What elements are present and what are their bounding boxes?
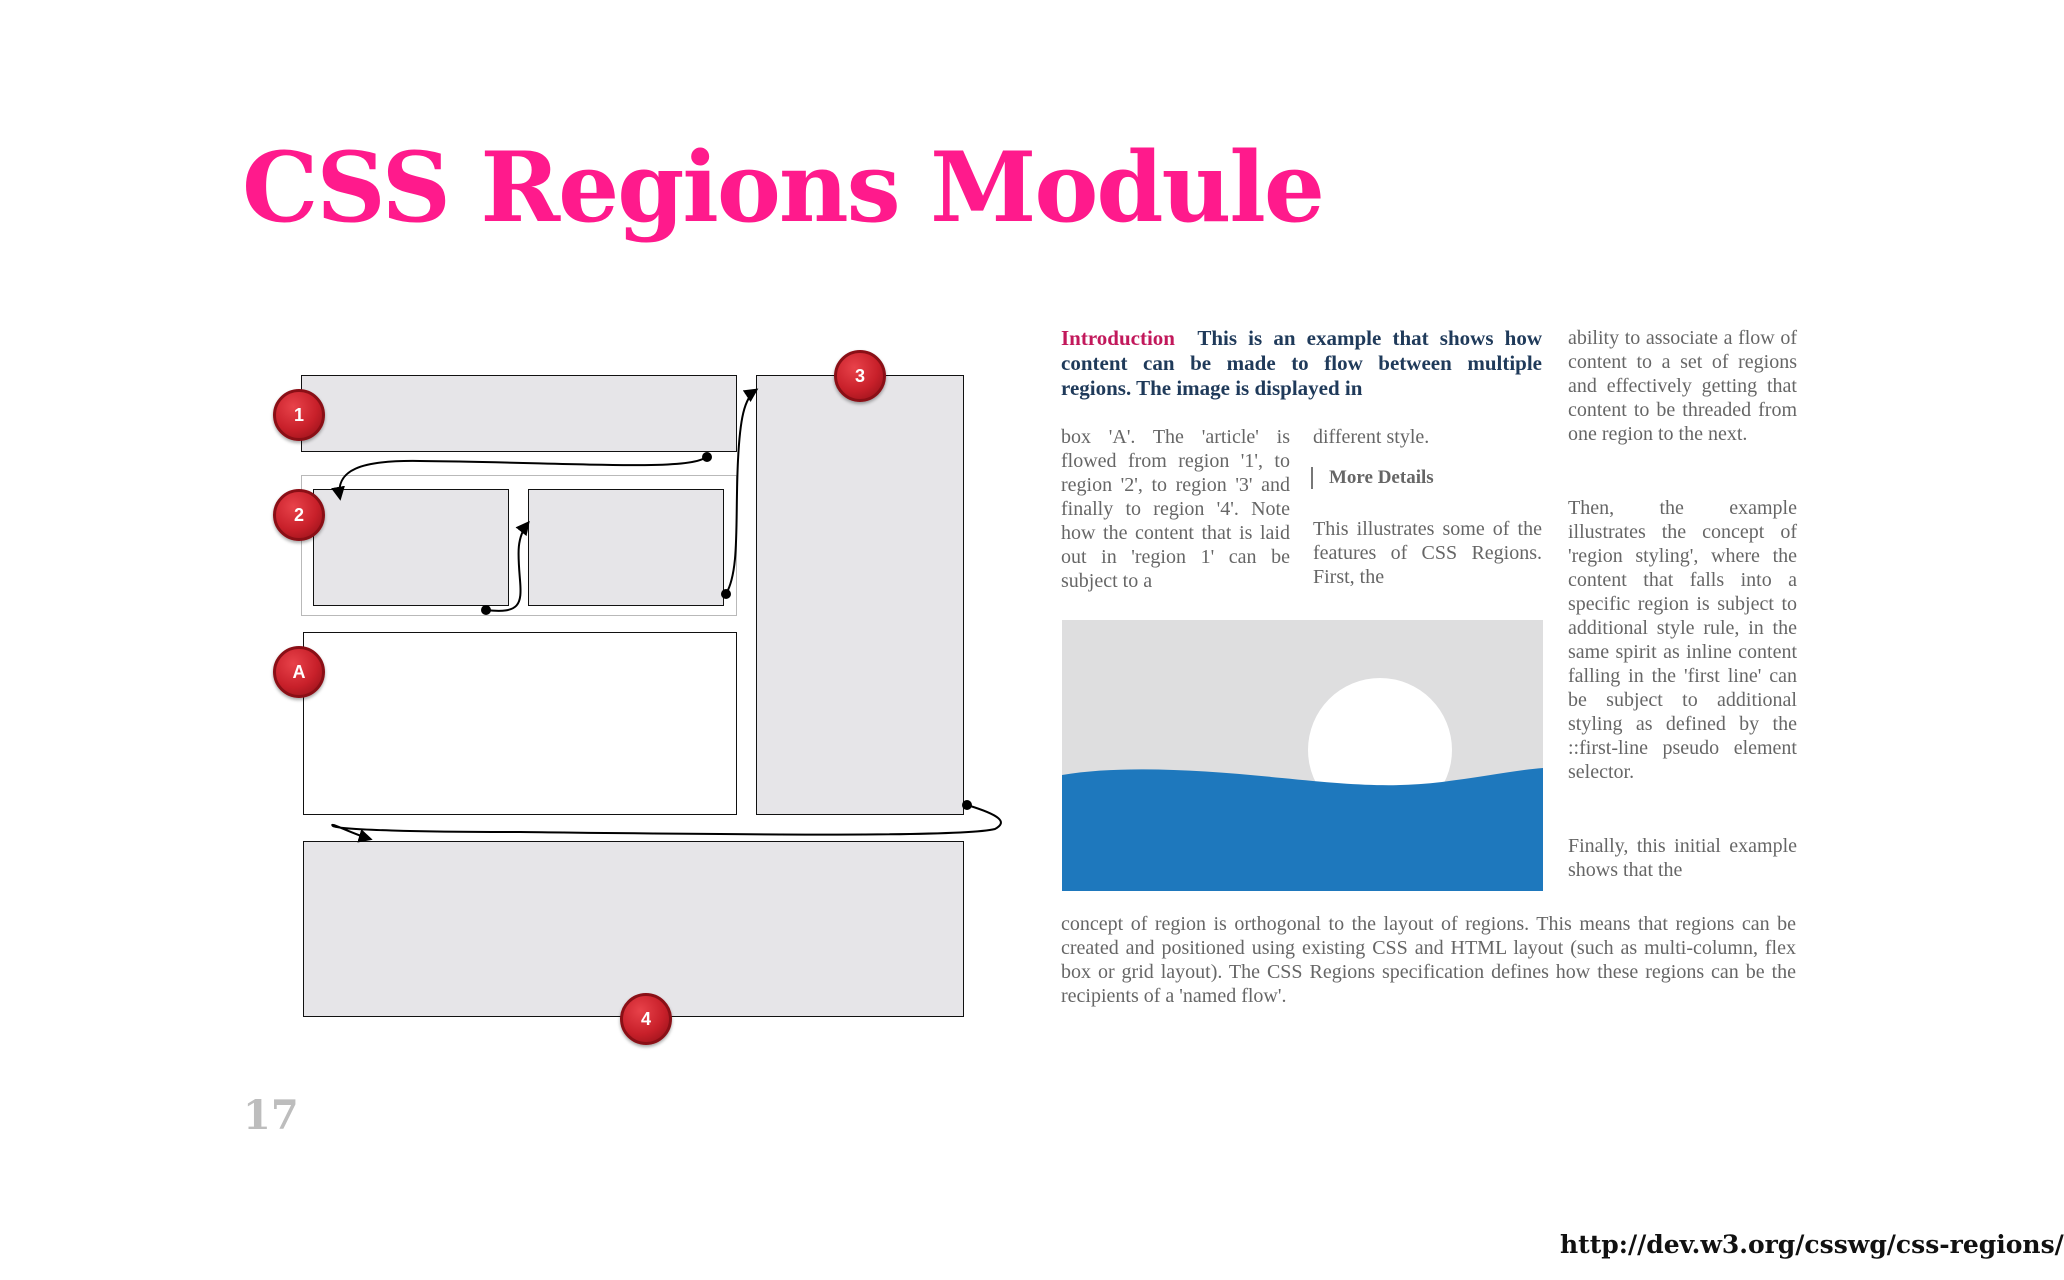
sunset-image [1062,620,1543,891]
region-4 [303,841,964,1017]
column-3-text-a: ability to associate a flow of content t… [1568,327,1797,445]
region-3 [756,375,964,815]
intro-paragraph: Introduction This is an example that sho… [1061,326,1542,401]
column-3-text-b: Then, the example illustrates the concep… [1568,497,1797,783]
flow-dot-2-right [721,589,731,599]
badge-region-4: 4 [620,993,672,1045]
column-3-text-c: Finally, this initial example shows that… [1568,835,1797,881]
flow-dot-2-left [481,605,491,615]
region-2-right [528,489,724,606]
slide-title: CSS Regions Module [242,131,1325,244]
flow-arrow-3-to-4 [331,804,1002,843]
intro-label: Introduction [1061,326,1175,350]
region-a [303,632,737,815]
intro-text: This is an example that shows how conten… [1061,326,1543,400]
column-2-text-bottom: This illustrates some of the features of… [1313,518,1542,588]
badge-region-2: 2 [273,489,325,541]
more-details-heading: More Details [1311,467,1434,489]
column-1-text: box 'A'. The 'article' is flowed from re… [1061,426,1290,592]
flow-arrow-2-left-to-right [485,520,530,612]
column-2-text-top: different style. [1313,426,1430,448]
region-1 [301,375,737,452]
flow-dot-1 [702,452,712,462]
badge-region-3: 3 [834,350,886,402]
flow-dot-3 [962,800,972,810]
source-url: http://dev.w3.org/csswg/css-regions/ [1560,1230,2064,1259]
flow-arrow-1-to-2 [331,456,707,501]
badge-region-a: A [273,646,325,698]
region-2-left [313,489,509,606]
flow-arrow-2-to-3 [725,388,759,595]
page-number: 17 [243,1092,299,1139]
bottom-paragraph: concept of region is orthogonal to the l… [1061,913,1796,1007]
badge-region-1: 1 [273,389,325,441]
